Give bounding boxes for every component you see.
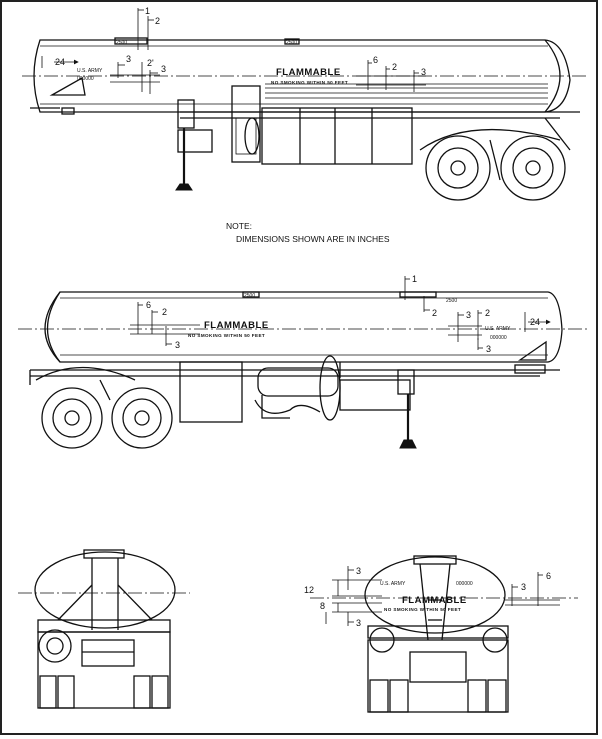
- dim-3-top-b: 3: [161, 64, 166, 74]
- dim-6-rear: 6: [546, 571, 551, 581]
- flammable-label-top: FLAMMABLE: [276, 67, 341, 78]
- note-title: NOTE:: [226, 221, 252, 231]
- no-smoking-label-rear: NO SMOKING WITHIN 50 FEET: [384, 607, 461, 612]
- flammable-label-mid: FLAMMABLE: [204, 320, 269, 331]
- dim-2-mid-c: 2: [485, 308, 490, 318]
- dim-3-mid-a: 3: [175, 340, 180, 350]
- dim-3-rear-a: 3: [356, 566, 361, 576]
- dim-12-rear: 12: [304, 585, 314, 595]
- dim-24-top: 24: [55, 57, 65, 67]
- rear-view-markings: U.S. ARMY 000000 FLAMMABLE NO SMOKING WI…: [380, 581, 473, 612]
- serial-label-mid: 000000: [490, 335, 507, 341]
- top-view-dimensions: 1 2 24 3 2' 3 6 2 3: [41, 6, 426, 94]
- dim-24-mid: 24: [530, 317, 540, 327]
- dim-3-mid-b: 3: [466, 310, 471, 320]
- no-smoking-label-mid: NO SMOKING WITHIN 50 FEET: [188, 333, 265, 338]
- serial-label-rear: 000000: [456, 581, 473, 587]
- dim-2p-top: 2': [147, 58, 154, 68]
- dim-2-mid-b: 2: [162, 307, 167, 317]
- dim-8-rear: 8: [320, 601, 325, 611]
- note-block: NOTE: DIMENSIONS SHOWN ARE IN INCHES: [226, 221, 390, 244]
- us-army-label-top: U.S. ARMY: [77, 68, 103, 74]
- front-view: [18, 549, 190, 709]
- tank-number-mid-right: 2500: [446, 298, 457, 304]
- rear-view: [310, 555, 578, 713]
- dim-6-mid: 6: [146, 300, 151, 310]
- no-smoking-label-top: NO SMOKING WITHIN 50 FEET: [271, 80, 348, 85]
- tank-number-top-right: 2500: [286, 40, 297, 46]
- us-army-label-mid: U.S. ARMY: [485, 326, 511, 332]
- dim-3-rear-c: 3: [521, 582, 526, 592]
- dim-2-mid-a: 2: [432, 308, 437, 318]
- rear-view-dimensions: 3 12 8 3 3 6: [304, 566, 560, 628]
- tank-number-top-left: 2500: [116, 40, 127, 46]
- dim-3-rear-b: 3: [356, 618, 361, 628]
- dim-3-top-c: 3: [421, 67, 426, 77]
- dim-1-top: 1: [145, 6, 150, 16]
- middle-view-markings: FLAMMABLE NO SMOKING WITHIN 50 FEET U.S.…: [188, 293, 511, 341]
- middle-side-view: [18, 291, 588, 449]
- dim-3-top-a: 3: [126, 54, 131, 64]
- dim-2-top-b: 2: [392, 62, 397, 72]
- middle-view-dimensions: 1 2 6 2 3 3 2 3 24: [130, 274, 551, 354]
- tank-number-mid-left: 2500: [244, 293, 255, 299]
- serial-label-top: 000000: [77, 76, 94, 82]
- dim-1-mid: 1: [412, 274, 417, 284]
- flammable-label-rear: FLAMMABLE: [402, 595, 467, 606]
- dim-6-top: 6: [373, 55, 378, 65]
- note-text: DIMENSIONS SHOWN ARE IN INCHES: [236, 234, 390, 244]
- top-view-markings: FLAMMABLE NO SMOKING WITHIN 50 FEET U.S.…: [77, 40, 348, 85]
- top-side-view: [22, 37, 588, 201]
- dim-2-top: 2: [155, 16, 160, 26]
- dim-3-mid-c: 3: [486, 344, 491, 354]
- us-army-label-rear: U.S. ARMY: [380, 581, 406, 587]
